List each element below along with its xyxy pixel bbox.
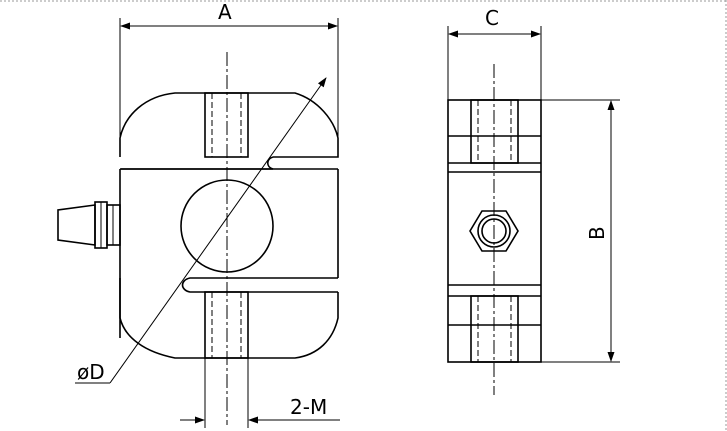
dim-a-label: A [218, 0, 232, 24]
dim-m-label: 2-M [290, 395, 327, 419]
top-slot [120, 156, 274, 170]
side-hex-nut [469, 210, 519, 252]
front-view: A øD 2-M [57, 0, 340, 428]
dim-d-leader [109, 77, 327, 384]
cable-gland-cone [57, 204, 96, 246]
bottom-slot [181, 277, 338, 293]
dim-c-label: C [485, 6, 499, 30]
cable-gland [57, 201, 121, 249]
body-outline [119, 169, 339, 338]
top-arm-outline [119, 92, 339, 158]
side-view: C B [447, 6, 620, 395]
dim-d-label: øD [77, 360, 105, 384]
dim-b-label: B [585, 226, 609, 240]
bottom-arm-outline [119, 278, 339, 359]
